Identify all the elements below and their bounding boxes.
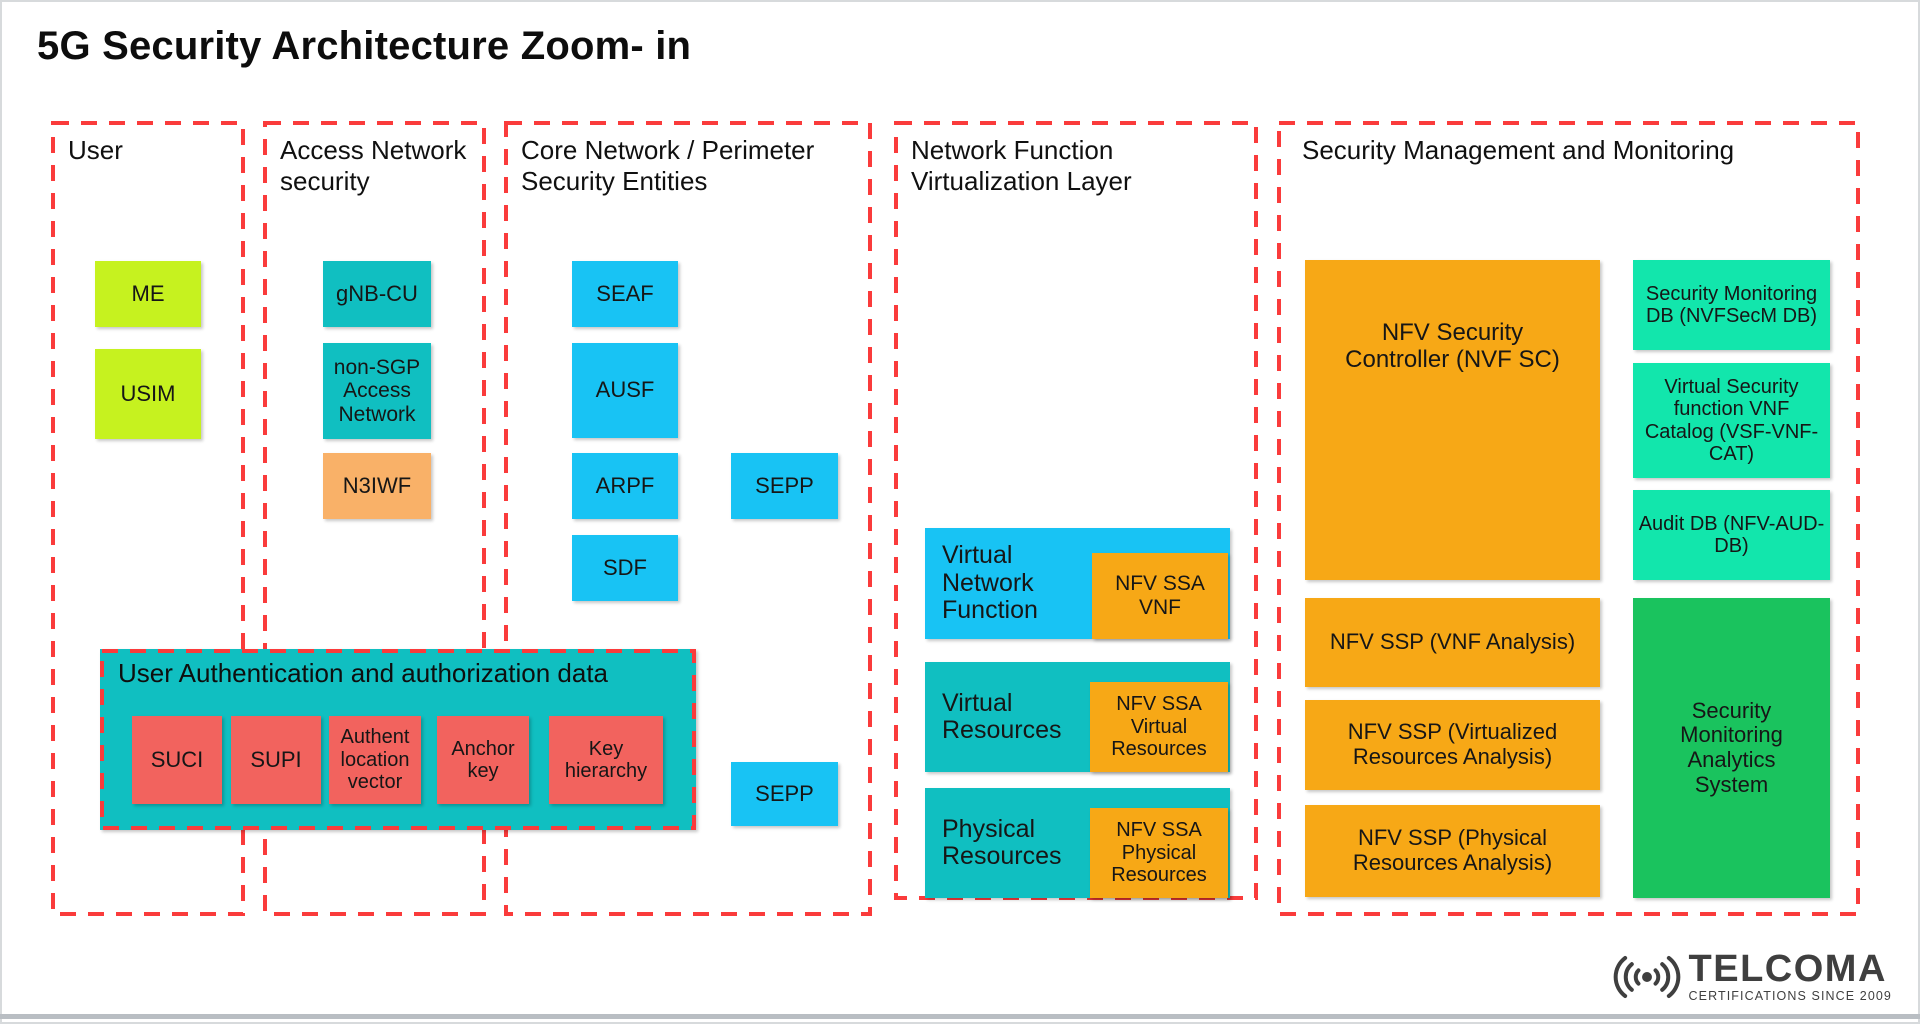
section-core-network: Core Network / Perimeter Security Entiti… [504, 121, 872, 916]
section-core-network-title: Core Network / Perimeter Security Entiti… [521, 135, 815, 196]
section-user: User [51, 121, 245, 916]
node-ausf: AUSF [572, 343, 678, 438]
node-nfv-ssa-virtual-resources: NFV SSA Virtual Resources [1090, 682, 1228, 772]
node-key-hierarchy: Key hierarchy [549, 716, 663, 804]
node-anchor-key: Anchor key [437, 716, 529, 804]
node-suci: SUCI [132, 716, 222, 804]
node-label: Physical Resources [942, 814, 1062, 870]
node-nfv-ssa-vnf: NFV SSA VNF [1092, 553, 1228, 639]
node-nfv-ssp-virtualized-resources-analysis: NFV SSP (Virtualized Resources Analysis) [1305, 700, 1600, 790]
dashed-border [504, 121, 872, 916]
logo-tagline: CERTIFICATIONS SINCE 2009 [1688, 989, 1892, 1004]
node-nfv-ssa-physical-resources: NFV SSA Physical Resources [1090, 808, 1228, 898]
telcoma-logo: TELCOMA CERTIFICATIONS SINCE 2009 [1609, 946, 1892, 1008]
auth-data-group-title: User Authentication and authorization da… [118, 658, 609, 688]
node-usim: USIM [95, 349, 201, 439]
section-access-network: Access Network security [263, 121, 486, 916]
node-label: Virtual Resources [942, 688, 1062, 744]
node-authent-location-vector: Authent location vector [329, 716, 421, 804]
section-user-title: User [68, 135, 123, 165]
node-security-monitoring-db: Security Monitoring DB (NVFSecM DB) [1633, 260, 1830, 350]
section-nfv-layer-title: Network Function Virtualization Layer [911, 135, 1132, 196]
section-security-mgmt: Security Management and Monitoring [1277, 121, 1860, 916]
auth-data-group: User Authentication and authorization da… [100, 649, 696, 830]
bottom-edge-strip [0, 1014, 1920, 1019]
node-me: ME [95, 261, 201, 327]
node-supi: SUPI [231, 716, 321, 804]
node-seaf: SEAF [572, 261, 678, 327]
dashed-border [1277, 121, 1860, 916]
node-arpf: ARPF [572, 453, 678, 519]
node-label: NFV Security Controller (NVF SC) [1345, 319, 1560, 373]
logo-text: TELCOMA CERTIFICATIONS SINCE 2009 [1688, 947, 1892, 1004]
node-sepp-bottom: SEPP [731, 762, 838, 826]
node-audit-db: Audit DB (NFV-AUD-DB) [1633, 490, 1830, 580]
node-n3iwf: N3IWF [323, 453, 431, 519]
signal-waves-icon [1613, 956, 1680, 998]
node-sdf: SDF [572, 535, 678, 601]
dashed-border [100, 649, 696, 830]
node-security-monitoring-analytics-system: Security Monitoring Analytics System [1633, 598, 1830, 898]
section-access-network-title: Access Network security [280, 135, 467, 196]
node-label: Virtual Network Function [942, 541, 1038, 625]
node-non-sgp-access-network: non-SGP Access Network [323, 343, 431, 439]
node-vsf-vnf-catalog: Virtual Security function VNF Catalog (V… [1633, 363, 1830, 478]
node-sepp-top: SEPP [731, 453, 838, 519]
node-label: Security Monitoring Analytics System [1680, 697, 1783, 797]
section-security-mgmt-title: Security Management and Monitoring [1302, 135, 1735, 165]
dashed-border [51, 121, 245, 916]
node-nfv-security-controller: NFV Security Controller (NVF SC) [1305, 260, 1600, 580]
node-gnb-cu: gNB-CU [323, 261, 431, 327]
dashed-border [894, 121, 1258, 900]
logo-name: TELCOMA [1688, 947, 1887, 990]
node-nfv-ssp-physical-resources-analysis: NFV SSP (Physical Resources Analysis) [1305, 805, 1600, 897]
section-nfv-layer: Network Function Virtualization Layer [894, 121, 1258, 900]
dashed-border [263, 121, 486, 916]
page-title: 5G Security Architecture Zoom- in [37, 24, 692, 68]
node-nfv-ssp-vnf-analysis: NFV SSP (VNF Analysis) [1305, 598, 1600, 687]
